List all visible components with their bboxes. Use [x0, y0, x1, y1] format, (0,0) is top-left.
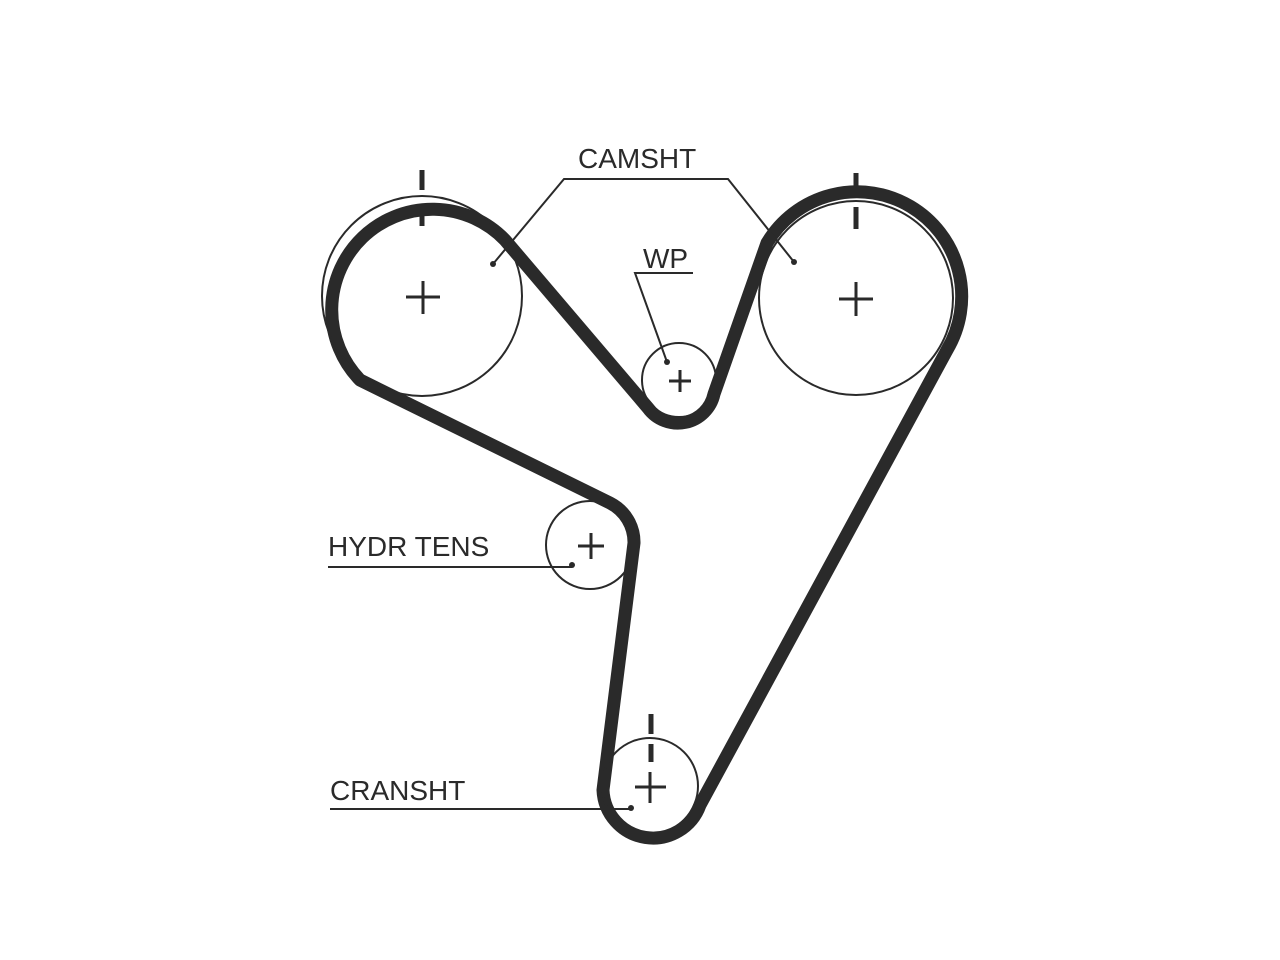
crankshaft-label: CRANSHT	[330, 775, 465, 806]
camshaft-label: CAMSHT	[578, 143, 696, 174]
left-camshaft-pulley	[321, 170, 523, 397]
water-pump-label: WP	[643, 243, 688, 274]
hydraulic-tensioner-leader	[328, 562, 575, 568]
hydraulic-tensioner-pulley	[545, 500, 635, 590]
hydraulic-tensioner-label: HYDR TENS	[328, 531, 489, 562]
right-camshaft-pulley	[758, 173, 954, 396]
camshaft-leader	[490, 178, 797, 267]
crankshaft-pulley	[601, 714, 699, 835]
crankshaft-leader	[330, 805, 634, 811]
water-pump-pulley	[641, 342, 717, 418]
timing-belt	[325, 185, 969, 845]
water-pump-leader	[633, 272, 693, 365]
